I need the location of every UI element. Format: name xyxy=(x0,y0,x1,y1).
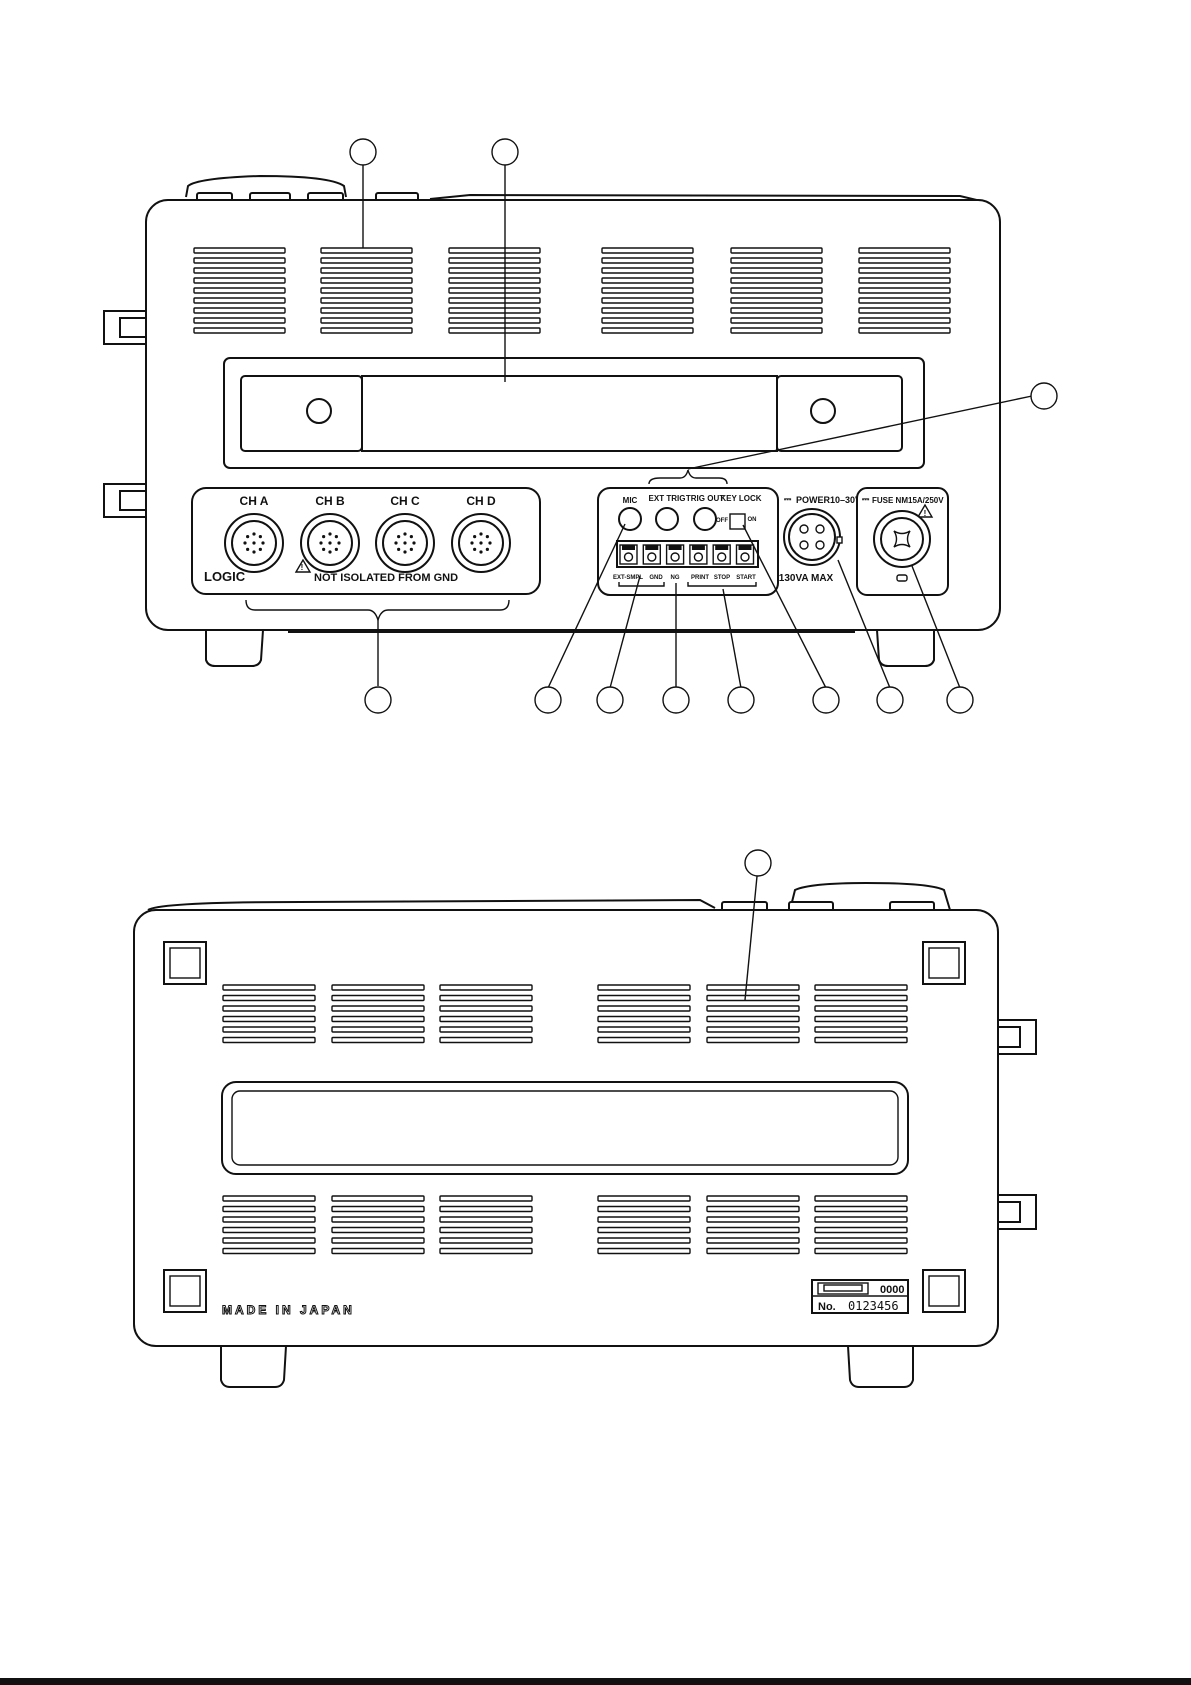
foot xyxy=(206,630,263,666)
ext-trig-label: EXT TRIG xyxy=(649,494,686,503)
rear-slot xyxy=(232,1091,898,1165)
terminal-label-gnd: GND xyxy=(649,575,663,581)
side-bnc-connector xyxy=(120,318,146,337)
mic-label: MIC xyxy=(623,496,638,505)
dc-symbol: ⎓ xyxy=(862,494,870,504)
serial-number: 0123456 xyxy=(848,1299,899,1313)
key-lock-on-label: ON xyxy=(748,517,757,523)
trig-out-jack[interactable] xyxy=(694,508,716,530)
serial-plate: 0000 No. 0123456 xyxy=(812,1280,908,1313)
channel-label: CH B xyxy=(315,494,345,508)
channel-label: CH C xyxy=(390,494,420,508)
plate-code: 0000 xyxy=(880,1284,904,1296)
channel-label: CH D xyxy=(466,494,496,508)
terminal-label-ng: NG xyxy=(671,575,680,581)
ext-trig-jack[interactable] xyxy=(656,508,678,530)
made-in-label: MADE IN JAPAN xyxy=(222,1303,355,1317)
trig-out-label: TRIG OUT xyxy=(686,494,724,503)
svg-text:!: ! xyxy=(924,509,927,518)
terminal-label-start: START xyxy=(736,575,756,581)
key-lock-label: KEY LOCK xyxy=(720,494,761,503)
screw-icon xyxy=(811,399,835,423)
display-side-panel xyxy=(777,376,902,451)
terminal-label-stop: STOP xyxy=(714,575,730,581)
foot xyxy=(877,630,934,666)
serial-prefix: No. xyxy=(818,1301,836,1313)
side-bnc-connector xyxy=(120,491,146,510)
channel-label: CH A xyxy=(240,494,269,508)
svg-text:!: ! xyxy=(301,563,304,572)
top-edge xyxy=(148,900,715,910)
screw-icon xyxy=(307,399,331,423)
mic-jack[interactable] xyxy=(619,508,641,530)
key-lock-switch[interactable] xyxy=(730,514,745,529)
rear-view: MADE IN JAPAN 0000 No. 0123456 xyxy=(134,850,1036,1387)
dc-symbol: ⎓ xyxy=(784,494,792,504)
warning-label: NOT ISOLATED FROM GND xyxy=(314,572,458,584)
foot xyxy=(848,1346,913,1387)
display-side-panel xyxy=(241,376,362,451)
side-bnc-connector xyxy=(998,1202,1020,1222)
power-rating-label: 130VA MAX xyxy=(779,573,834,584)
terminal-label-print: PRINT xyxy=(691,575,709,581)
side-bnc-connector xyxy=(998,1027,1020,1047)
foot xyxy=(221,1346,286,1387)
fuse-cap-icon xyxy=(894,531,910,547)
callout-circle xyxy=(745,850,771,876)
power-label: POWER10–30V xyxy=(796,495,861,505)
key-lock-off-label: OFF xyxy=(716,518,728,524)
display-window xyxy=(362,376,777,451)
page-bottom-rule xyxy=(0,1678,1191,1685)
front-view: CH A CH B CH C CH D LOGIC ! NOT ISOLATED… xyxy=(104,139,1057,713)
logic-label: LOGIC xyxy=(204,569,246,584)
fuse-label: FUSE NM15A/250V xyxy=(872,496,944,505)
